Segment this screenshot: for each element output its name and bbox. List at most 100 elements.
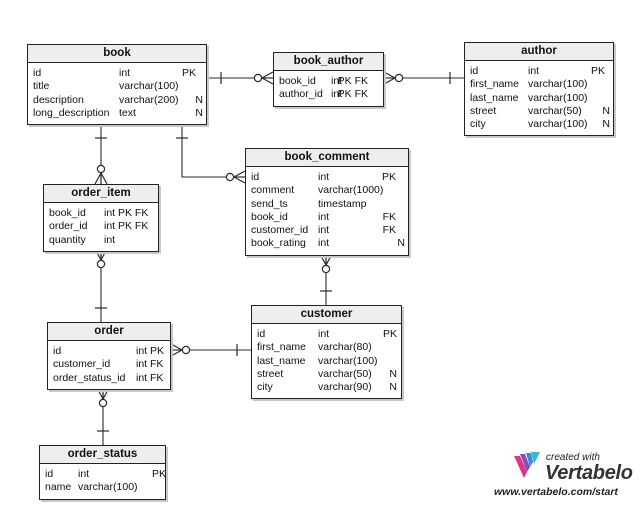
column-name: id: [53, 345, 62, 357]
column-type: int: [104, 233, 116, 246]
entity-title: author: [465, 43, 613, 61]
column-row: send_ts timestamp: [251, 198, 404, 211]
column-type: text: [119, 106, 136, 119]
relationship-book-order-item[interactable]: [94, 124, 108, 185]
column-type: timestamp: [318, 197, 367, 210]
column-type: int: [528, 65, 540, 77]
column-type: int PK FK: [104, 220, 149, 233]
column-type: int: [318, 210, 330, 223]
column-key: PK: [590, 65, 605, 77]
column-key: PK FK: [337, 88, 368, 101]
relationship-book-comment-customer[interactable]: [319, 253, 333, 305]
column-name: author_id: [279, 88, 323, 101]
entity-title: customer: [252, 306, 401, 324]
column-type: varchar(80): [318, 341, 372, 354]
column-type: int: [318, 224, 330, 237]
column-nullable: N: [195, 93, 203, 106]
column-type: varchar(100): [528, 91, 588, 104]
relationship-book-author-author[interactable]: [383, 71, 464, 85]
column-row: order_id int PK FK: [49, 220, 154, 233]
column-name: city: [470, 118, 486, 131]
column-name: long_description: [33, 106, 110, 119]
column-nullable: N: [389, 381, 397, 394]
column-name: id: [470, 65, 479, 77]
column-type: int: [318, 171, 330, 183]
column-nullable: N: [602, 118, 610, 131]
watermark-brand: Vertabelo: [545, 462, 633, 484]
column-name: book_rating: [251, 237, 306, 250]
column-type: int: [318, 328, 330, 340]
column-name: street: [257, 367, 284, 380]
column-key: PK FK: [337, 75, 368, 87]
column-name: customer_id: [53, 358, 111, 371]
column-key: FK: [382, 224, 396, 237]
column-name: order_status_id: [53, 371, 126, 384]
column-row: customer_id int FK: [53, 358, 166, 371]
column-type: int: [78, 468, 90, 480]
column-name: send_ts: [251, 197, 288, 210]
column-name: comment: [251, 184, 295, 197]
column-name: id: [257, 328, 266, 340]
column-name: title: [33, 80, 50, 93]
column-nullable: N: [389, 367, 397, 380]
column-name: id: [251, 171, 260, 183]
entity-title: book_comment: [246, 149, 408, 167]
relationship-order-order-status[interactable]: [96, 387, 110, 445]
column-name: order_id: [49, 220, 88, 233]
column-row: id int PK: [251, 171, 404, 184]
entity-title: order: [48, 323, 170, 341]
column-key: PK: [151, 468, 166, 480]
column-type: int: [119, 67, 131, 79]
column-type: varchar(200): [119, 93, 179, 106]
column-type: int PK FK: [104, 207, 149, 219]
column-name: street: [470, 104, 497, 117]
column-type: int FK: [136, 358, 164, 371]
relationship-order-customer[interactable]: [170, 343, 251, 357]
relationship-order-item-order[interactable]: [94, 248, 108, 322]
watermark-url: www.vertabelo.com/start: [494, 486, 618, 498]
column-key: PK: [181, 67, 196, 79]
column-key: PK: [381, 171, 396, 183]
column-nullable: N: [602, 104, 610, 117]
column-type: int: [318, 237, 330, 250]
relationship-book-book-comment[interactable]: [176, 124, 246, 184]
column-nullable: N: [195, 106, 203, 119]
entity-title: order_item: [44, 185, 158, 203]
column-type: varchar(100): [78, 481, 138, 494]
relationship-book-book-author[interactable]: [207, 71, 274, 85]
column-name: first_name: [470, 78, 520, 91]
entity-title: order_status: [40, 446, 165, 464]
column-type: varchar(90): [318, 381, 372, 394]
